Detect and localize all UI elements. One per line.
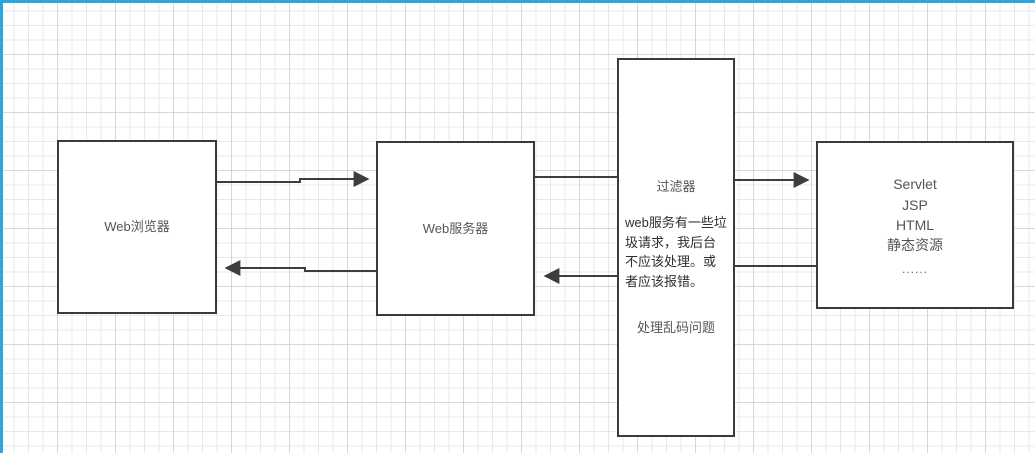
resource-line-ellipsis: ......: [901, 261, 928, 276]
node-static-resource[interactable]: Servlet JSP HTML 静态资源 ......: [816, 141, 1014, 309]
resource-line-servlet: Servlet: [893, 176, 937, 193]
connector-browser-to-webserver: [217, 171, 370, 187]
node-web-server-label: Web服务器: [422, 220, 489, 236]
node-web-browser[interactable]: Web浏览器: [57, 140, 217, 314]
resource-line-jsp: JSP: [902, 196, 928, 213]
node-web-server[interactable]: Web服务器: [376, 141, 535, 316]
node-filter[interactable]: 过滤器 web服务有一些垃圾请求，我后台不应该处理。或者应该报错。 处理乱码问题: [617, 58, 735, 437]
node-filter-note: 处理乱码问题: [636, 320, 715, 335]
node-filter-body: web服务有一些垃圾请求，我后台不应该处理。或者应该报错。: [625, 215, 727, 289]
resource-line-html: HTML: [895, 217, 935, 233]
resource-line-static: 静态资源: [887, 237, 943, 254]
node-filter-title: 过滤器: [656, 179, 696, 194]
connector-webserver-to-browser: [224, 260, 376, 276]
node-web-browser-label: Web浏览器: [104, 219, 170, 235]
